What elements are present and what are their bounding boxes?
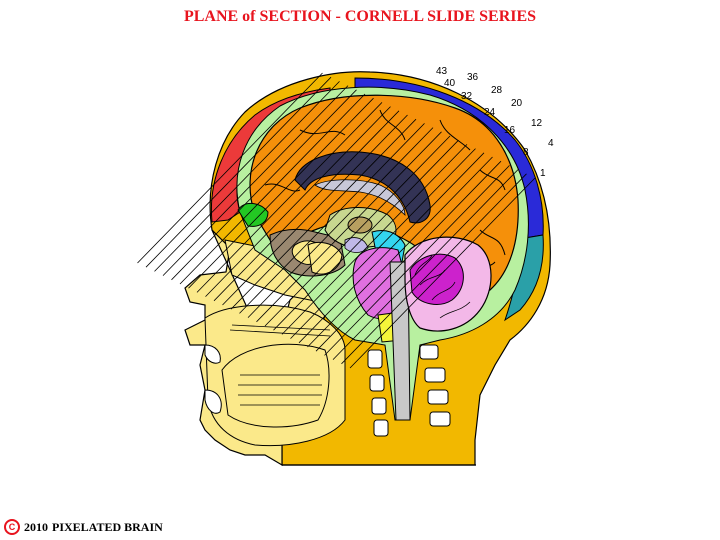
plane-line: [298, 152, 485, 344]
plane-label: 1: [540, 168, 546, 179]
plane-line: [332, 169, 519, 360]
plane-line: [239, 123, 425, 314]
vertebrae: [367, 344, 451, 437]
tongue: [221, 343, 330, 428]
upper-lip: [204, 344, 221, 364]
sinus-region: [307, 242, 343, 275]
plane-line: [247, 127, 434, 318]
green-region: [237, 203, 269, 227]
plane-label: 8: [523, 147, 529, 158]
plane-label: 12: [531, 118, 543, 129]
plane-line: [137, 72, 323, 264]
plane-line: [281, 144, 468, 335]
plane-line: [349, 177, 536, 369]
plane-of-section-lines: [137, 72, 536, 369]
plane-label: 16: [504, 125, 516, 136]
plane-line: [341, 173, 527, 365]
plane-label: 24: [484, 107, 496, 118]
plane-line: [307, 156, 493, 348]
plane-line: [273, 139, 459, 331]
plane-line: [205, 106, 391, 297]
plane-line: [179, 93, 366, 285]
copyright-icon: C: [4, 519, 20, 535]
footer: C 2010 PIXELATED BRAIN: [4, 519, 163, 535]
page-title: PLANE of SECTION - CORNELL SLIDE SERIES: [183, 8, 537, 25]
plane-line: [290, 148, 476, 339]
plane-label: 43: [436, 66, 448, 77]
plane-label: 20: [511, 98, 523, 109]
plane-line: [230, 118, 417, 310]
lower-lip: [204, 389, 222, 414]
plane-label: 36: [467, 72, 479, 83]
plane-line: [264, 135, 451, 327]
plane-label: 32: [461, 91, 473, 102]
plane-line: [162, 85, 349, 276]
plane-label: 4: [548, 138, 554, 149]
palate-stripes: [229, 324, 331, 406]
plane-line: [154, 81, 340, 272]
thalamus-nucleus: [347, 216, 373, 234]
plane-label: 28: [491, 85, 503, 96]
spinal-cord: [389, 261, 411, 421]
cerebellar-folia: [414, 254, 471, 319]
plane-line: [315, 160, 502, 352]
footer-credit: PIXELATED BRAIN: [52, 519, 163, 534]
plane-line: [256, 131, 442, 323]
plane-line: [196, 102, 383, 293]
plane-line: [145, 76, 332, 268]
plane-line: [324, 165, 510, 356]
footer-year: 2010: [24, 519, 48, 534]
plane-label: 40: [444, 78, 456, 89]
plane-line: [188, 97, 374, 289]
plane-line: [222, 114, 408, 306]
plane-line: [171, 89, 357, 281]
plane-line: [213, 110, 400, 302]
